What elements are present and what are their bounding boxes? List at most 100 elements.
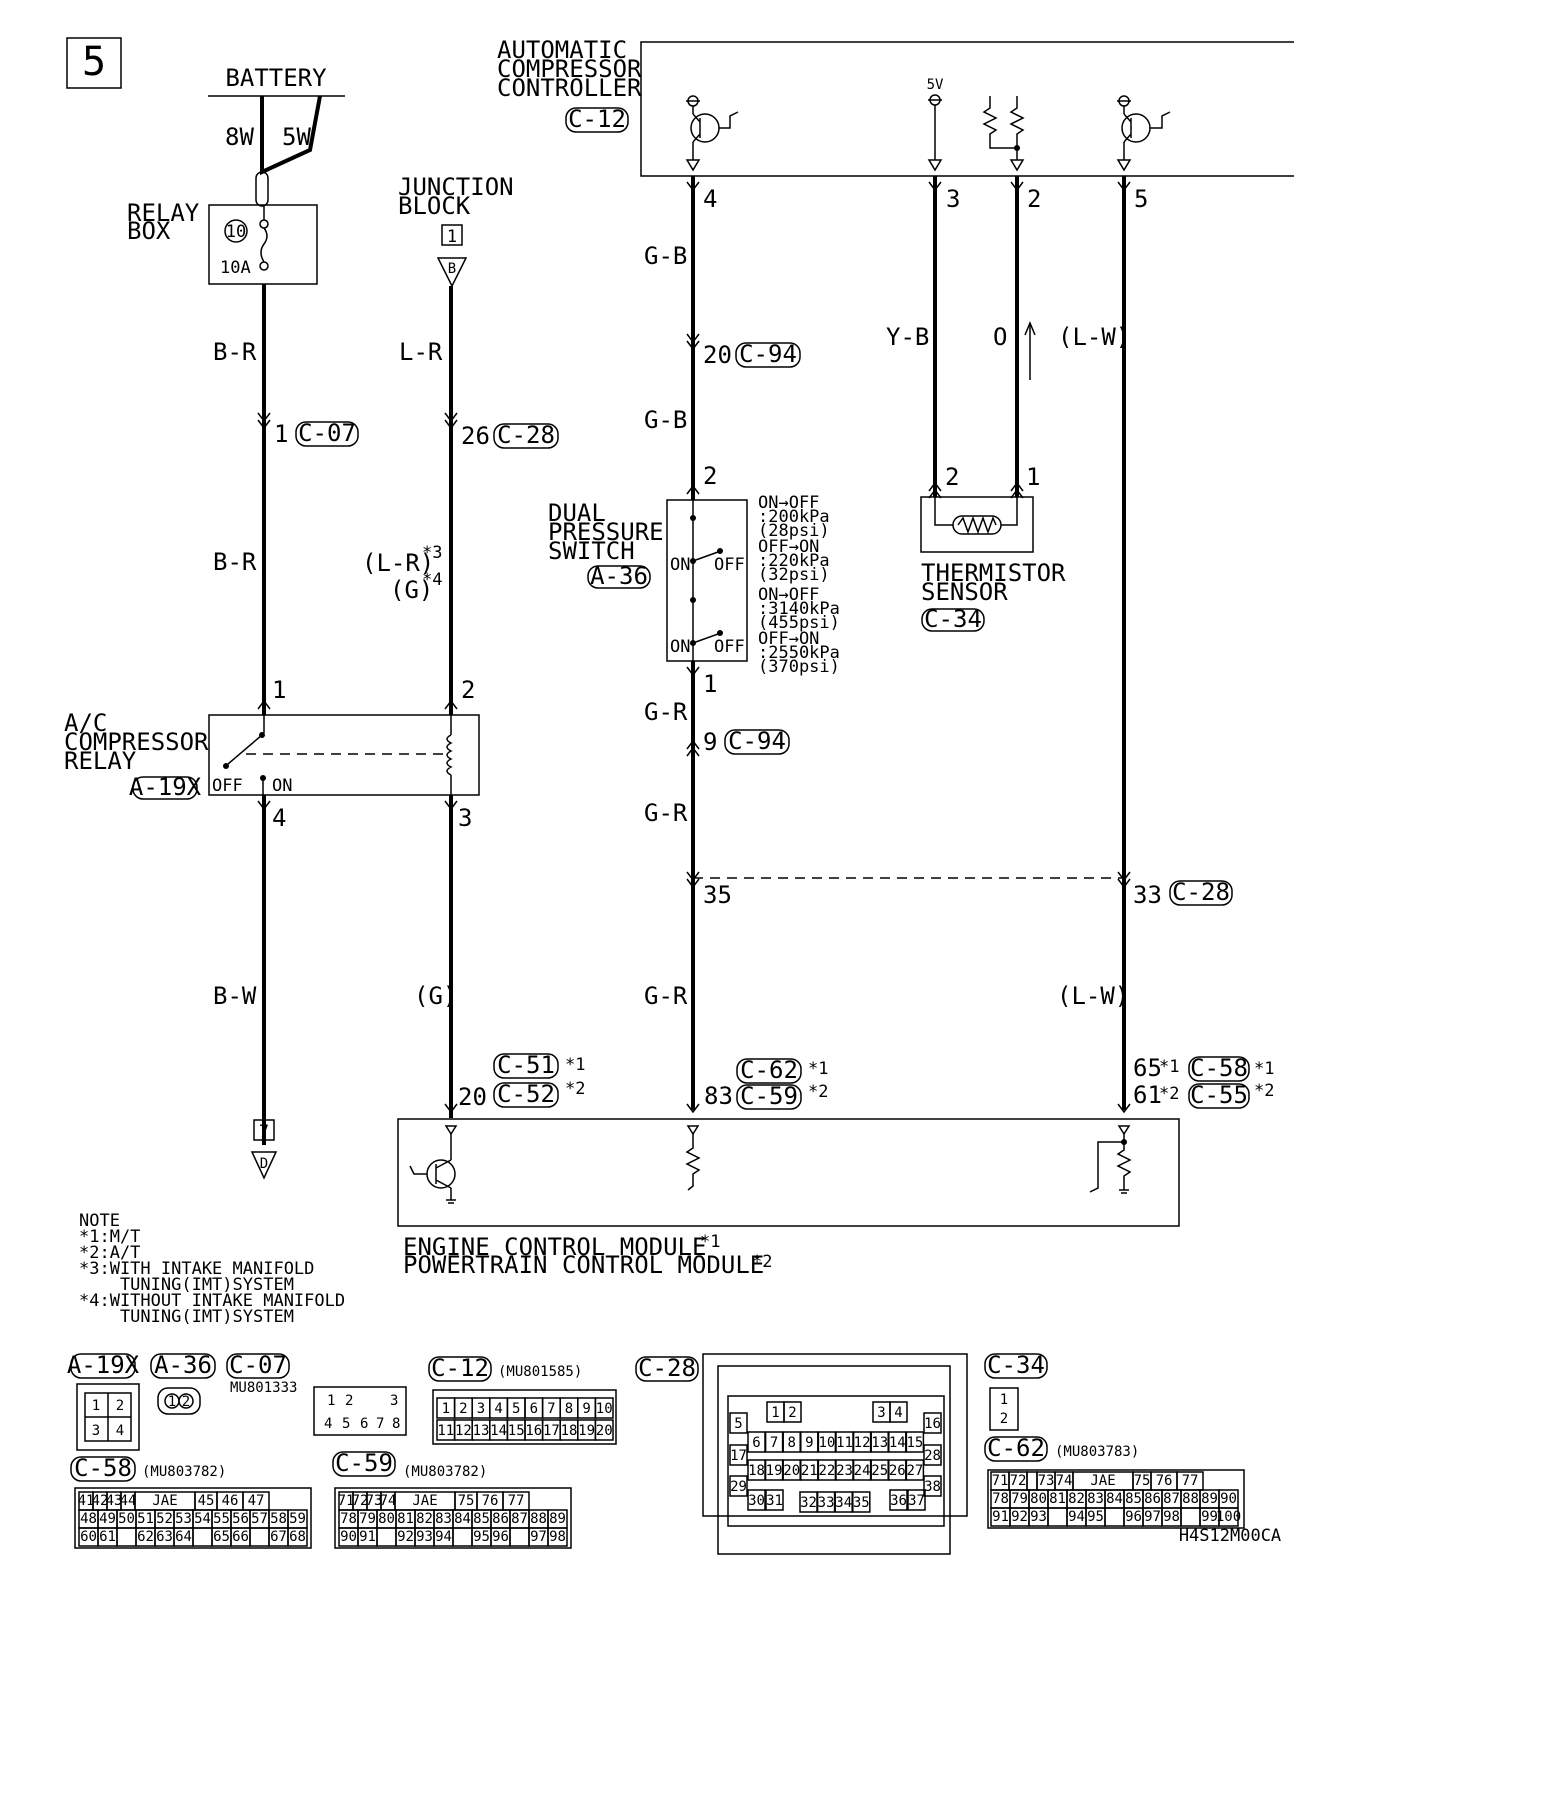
pin-cell (852, 1491, 871, 1513)
pin-cell (905, 1431, 925, 1453)
view-a36 (157, 1387, 201, 1415)
pin-number: 2 (788, 1405, 796, 1421)
pin-number: 86 (1144, 1491, 1161, 1507)
svg-text:C-52: C-52 (497, 1080, 555, 1108)
svg-text:OFF: OFF (212, 776, 243, 796)
view-c28-label: C-28 (638, 1354, 696, 1382)
automatic-compressor-controller (640, 41, 1294, 177)
pin-number: 1 (771, 1405, 779, 1421)
connector-c28-tag: C-28 (497, 421, 555, 449)
pin-number: 1 (442, 1401, 450, 1417)
pin-number: 83 (1087, 1491, 1104, 1507)
pin-number: 82 (1068, 1491, 1085, 1507)
svg-text:*1: *1 (1159, 1057, 1179, 1077)
svg-text:2: 2 (1000, 1411, 1008, 1427)
svg-text:1: 1 (1000, 1392, 1008, 1408)
pin-number: 59 (289, 1511, 306, 1527)
pin-number: 93 (1030, 1509, 1047, 1525)
svg-text:TUNING(IMT)SYSTEM: TUNING(IMT)SYSTEM (79, 1275, 294, 1295)
svg-text:8: 8 (392, 1416, 400, 1432)
connector-a19x-tag: A-19X (129, 773, 202, 801)
svg-text:*3: *3 (422, 543, 442, 563)
pin-number: 86 (492, 1511, 509, 1527)
pin-number: 50 (118, 1511, 135, 1527)
svg-text:*1: *1 (565, 1055, 585, 1075)
svg-text:OFF: OFF (714, 555, 745, 575)
pin-number: 62 (137, 1529, 154, 1545)
svg-text:(G): (G) (390, 576, 433, 604)
svg-text:4: 4 (272, 804, 286, 832)
pin-cell (1180, 1507, 1201, 1527)
pin-number: 83 (435, 1511, 452, 1527)
pin-cell (1218, 1507, 1239, 1527)
svg-text:THERMISTOR: THERMISTOR (921, 559, 1066, 587)
svg-text:C-51: C-51 (497, 1051, 555, 1079)
pin-number: 15 (906, 1435, 923, 1451)
pin-number: 72 (352, 1493, 369, 1509)
svg-text:4: 4 (116, 1423, 124, 1439)
pin-number: 29 (730, 1479, 747, 1495)
view-a19x-label: A-19X (67, 1351, 140, 1379)
pin-number: 80 (378, 1511, 395, 1527)
pin-cell (1047, 1507, 1068, 1527)
svg-text:33: 33 (1133, 881, 1162, 909)
pin-number: 77 (508, 1493, 525, 1509)
svg-text:RELAY: RELAY (64, 747, 137, 775)
pin-number: 13 (473, 1423, 490, 1439)
page-number-box (66, 37, 122, 89)
pin-number: 66 (232, 1529, 249, 1545)
pin-number: 72 (1010, 1473, 1027, 1489)
svg-text:3: 3 (390, 1393, 398, 1409)
pin-number: 28 (924, 1448, 941, 1464)
svg-text:SWITCH: SWITCH (548, 537, 635, 565)
wire-bw: B-W (213, 982, 257, 1010)
pin-number: 74 (380, 1493, 397, 1509)
pin-number: 68 (289, 1529, 306, 1545)
pin-cell (783, 1401, 802, 1423)
pin-number: 48 (80, 1511, 97, 1527)
svg-text:*3:WITH INTAKE MANIFOLD: *3:WITH INTAKE MANIFOLD (79, 1259, 314, 1279)
engine-control-module (397, 1118, 1180, 1227)
pin-number: 88 (1182, 1491, 1199, 1507)
pin-number: 18 (561, 1423, 578, 1439)
svg-text:2: 2 (1027, 185, 1041, 213)
pin-cell (116, 1527, 137, 1547)
svg-text:COMPRESSOR: COMPRESSOR (497, 55, 642, 83)
fusible-5w: 5W (282, 123, 311, 151)
view-c58-label: C-58 (74, 1454, 132, 1482)
pin-number: JAE (152, 1493, 177, 1509)
svg-text:65: 65 (1133, 1054, 1162, 1082)
pin-number: 6 (530, 1401, 538, 1417)
pin-number: 34 (835, 1495, 852, 1511)
pin-number: 45 (198, 1493, 215, 1509)
wire-gr-1: G-R (644, 698, 688, 726)
pin-number: 89 (549, 1511, 566, 1527)
pin-number: 79 (359, 1511, 376, 1527)
pin-number: 78 (992, 1491, 1009, 1507)
pin-number: 5 (734, 1416, 742, 1432)
pin-number: 14 (889, 1435, 906, 1451)
battery-label: BATTERY (225, 64, 327, 92)
pin-number: 42 (92, 1493, 109, 1509)
pin-number: JAE (412, 1493, 437, 1509)
pin-number: 8 (787, 1435, 795, 1451)
pin-number: 89 (1201, 1491, 1218, 1507)
pin-number: 9 (582, 1401, 590, 1417)
pin-number: 98 (1163, 1509, 1180, 1525)
svg-text:1: 1 (1026, 463, 1040, 491)
pin-number: 22 (818, 1463, 835, 1479)
svg-text:5: 5 (342, 1416, 350, 1432)
svg-text:4: 4 (324, 1416, 332, 1432)
pin-cell (547, 1527, 568, 1547)
pin-cell (923, 1412, 942, 1434)
svg-text:2: 2 (945, 463, 959, 491)
pin-cell (192, 1527, 213, 1547)
page-number: 5 (82, 39, 106, 85)
svg-text:1: 1 (274, 420, 288, 448)
connector-a36-tag: A-36 (590, 562, 648, 590)
pcm-label: POWERTRAIN CONTROL MODULE (403, 1251, 764, 1279)
pin-number: 21 (801, 1463, 818, 1479)
pin-cell (287, 1527, 308, 1547)
svg-text:(MU803782): (MU803782) (403, 1464, 487, 1480)
pin-number: 38 (924, 1479, 941, 1495)
